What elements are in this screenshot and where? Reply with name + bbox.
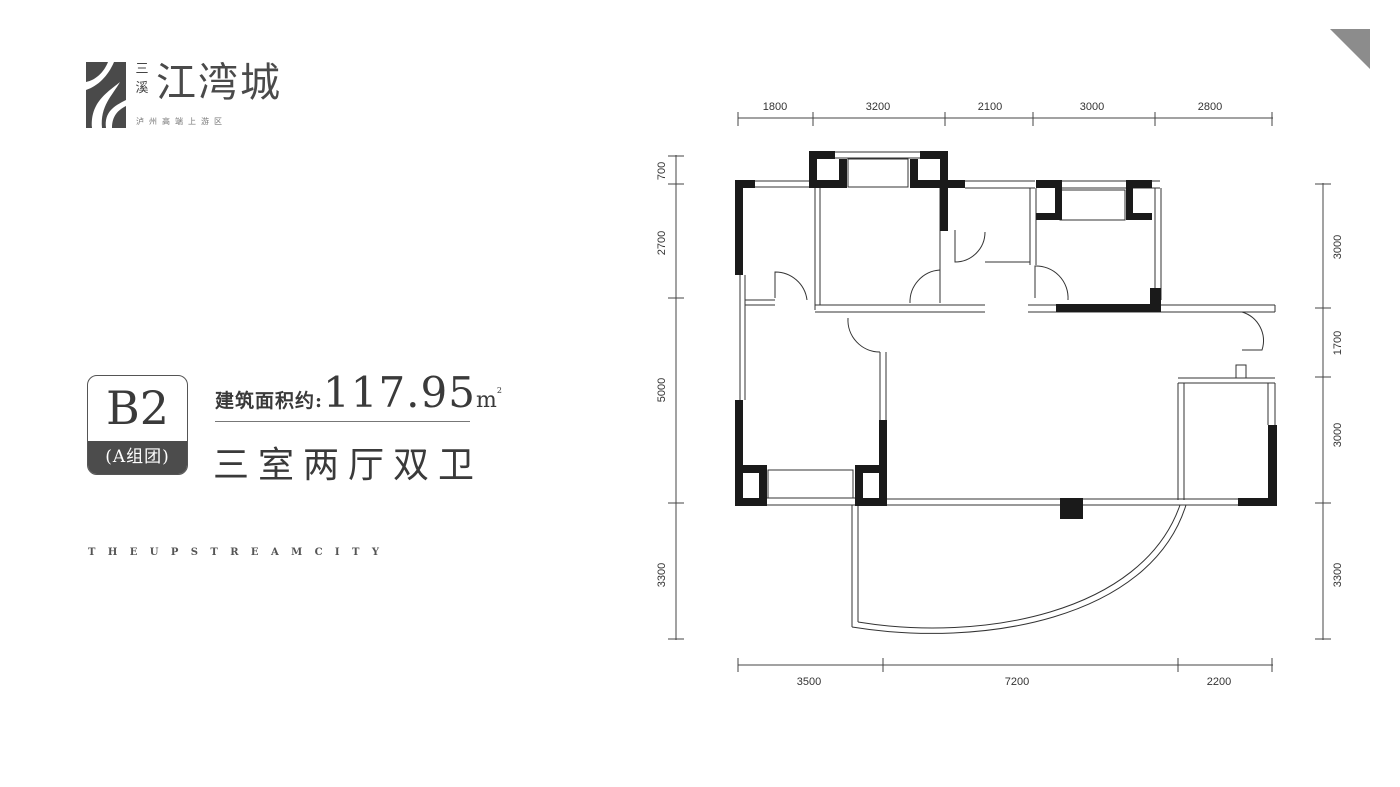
dim-right-3: 3000 [1332, 423, 1344, 447]
area-unit-sup: 2 [496, 386, 502, 395]
area-line: 建筑面积约:117.95m2 [215, 368, 502, 417]
brand-name: 江湾城 [156, 60, 282, 106]
dim-top-3: 2100 [978, 101, 1002, 113]
dim-left-3: 5000 [656, 378, 668, 402]
dim-left-1: 700 [656, 162, 668, 180]
layout-type: 三室两厅双卫 [213, 445, 484, 486]
dim-left-4: 3300 [656, 563, 668, 587]
thin-walls [739, 151, 1276, 634]
dim-left-2: 2700 [656, 231, 668, 255]
dim-top-1: 1800 [763, 101, 787, 113]
brand-mark-icon [86, 62, 126, 128]
brand-prefix: 三 溪 [135, 62, 149, 96]
dim-right-4: 3300 [1332, 563, 1344, 587]
unit-badge: B2 (A组团) [87, 375, 188, 475]
dim-bottom-3: 2200 [1207, 676, 1231, 688]
thick-walls [735, 151, 1277, 519]
brand-prefix-1: 三 [135, 62, 149, 77]
dim-top-2: 3200 [866, 101, 890, 113]
dim-right-2: 1700 [1332, 331, 1344, 355]
area-unit: m2 [475, 386, 502, 413]
divider [215, 421, 470, 422]
unit-code: B2 [105, 381, 170, 435]
area-value: 117.95 [323, 368, 476, 417]
area-label: 建筑面积约: [215, 390, 324, 412]
dim-bottom-1: 3500 [797, 676, 821, 688]
door-swings [774, 230, 1264, 353]
brand-logo: 三 溪 江湾城 泸州高端上游区 [86, 60, 286, 132]
unit-group: (A组团) [88, 441, 187, 474]
dim-top-4: 3000 [1080, 101, 1104, 113]
dim-right-1: 3000 [1332, 235, 1344, 259]
brand-prefix-2: 溪 [135, 81, 149, 96]
dim-top-5: 2800 [1198, 101, 1222, 113]
dimension-lines [668, 112, 1331, 672]
corner-triangle [1330, 29, 1370, 69]
dim-bottom-2: 7200 [1005, 676, 1029, 688]
brand-tagline: 泸州高端上游区 [136, 117, 227, 126]
english-slogan: THEUPSTREAMCITY [88, 547, 392, 558]
area-unit-m: m [475, 388, 497, 413]
